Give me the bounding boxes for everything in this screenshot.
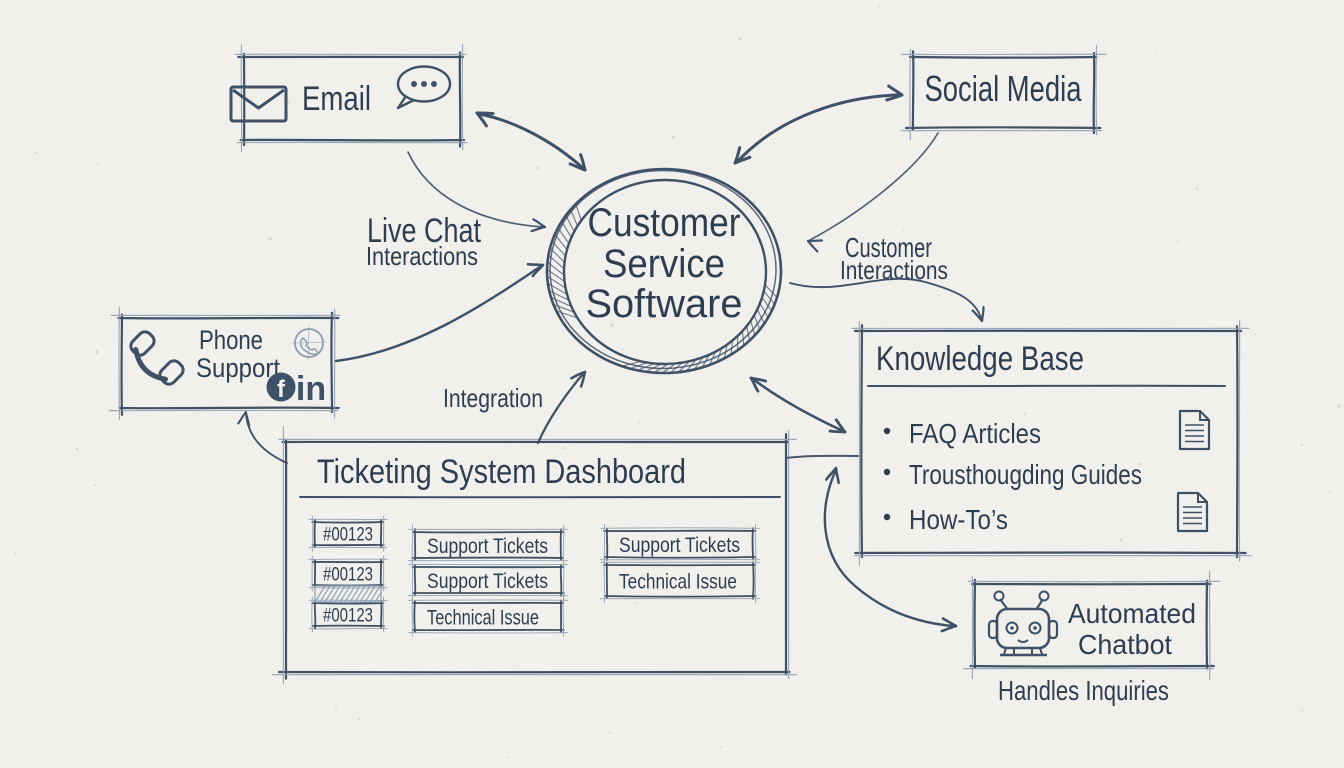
svg-text:Interactions: Interactions	[840, 255, 948, 285]
svg-text:Technical Issue: Technical Issue	[619, 571, 737, 594]
svg-text:#00123: #00123	[323, 525, 373, 546]
svg-text:#00123: #00123	[323, 565, 373, 586]
svg-text:Email: Email	[302, 80, 371, 118]
svg-text:Phone: Phone	[199, 325, 263, 355]
svg-text:Interactions: Interactions	[366, 241, 478, 271]
svg-text:Support Tickets: Support Tickets	[427, 535, 548, 558]
svg-text:Customer: Customer	[845, 232, 932, 263]
svg-text:Integration: Integration	[443, 383, 543, 413]
svg-text:Live Chat: Live Chat	[367, 212, 481, 250]
svg-text:How-To’s: How-To’s	[909, 504, 1008, 535]
svg-text:FAQ Articles: FAQ Articles	[909, 418, 1041, 449]
svg-text:Handles Inquiries: Handles Inquiries	[998, 675, 1169, 706]
svg-text:f: f	[277, 376, 286, 403]
svg-text:Knowledge Base: Knowledge Base	[876, 340, 1084, 378]
svg-text:Trousthougding Guides: Trousthougding Guides	[909, 459, 1142, 490]
svg-text:Social Media: Social Media	[925, 68, 1083, 109]
svg-text:Automated: Automated	[1068, 598, 1196, 629]
svg-text:Support Tickets: Support Tickets	[427, 570, 548, 593]
svg-text:#00123: #00123	[323, 606, 373, 627]
svg-text:Technical Issue: Technical Issue	[427, 607, 539, 630]
svg-text:Customer: Customer	[588, 201, 741, 245]
svg-text:Chatbot: Chatbot	[1078, 629, 1172, 660]
svg-text:Support: Support	[196, 353, 280, 383]
svg-text:Service: Service	[603, 242, 725, 286]
svg-text:Ticketing System Dashboard: Ticketing System Dashboard	[317, 453, 686, 491]
svg-text:Software: Software	[586, 282, 743, 326]
svg-text:in: in	[296, 370, 326, 408]
svg-text:Support Tickets: Support Tickets	[619, 534, 740, 557]
